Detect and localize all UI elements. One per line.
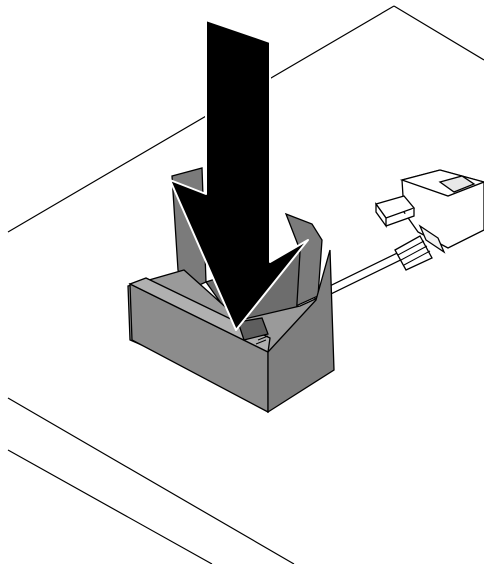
table-edge-front-2 [7,449,213,564]
power-adapter-icon [374,169,484,254]
table-edge-front-1 [7,397,295,564]
charging-cradle-icon [127,167,335,414]
table-surface [7,5,484,564]
down-arrow-icon [169,19,309,331]
table-edge-back [7,5,395,233]
usb-cable-icon [313,235,433,301]
table-edge-right [393,5,484,61]
